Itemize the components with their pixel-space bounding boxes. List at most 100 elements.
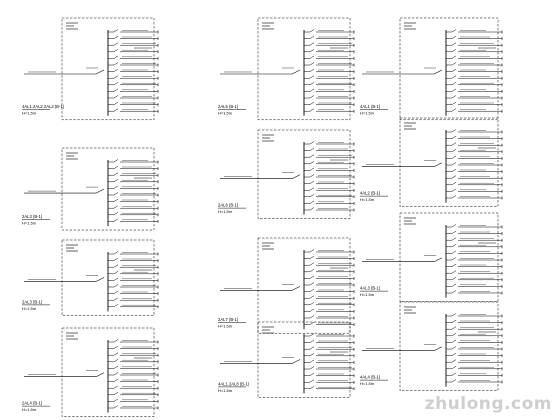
way-breaker bbox=[451, 244, 457, 248]
way-breaker bbox=[113, 172, 119, 176]
way-breaker bbox=[451, 263, 457, 267]
way-breaker bbox=[113, 108, 119, 112]
panel-designation: 2AL6 (B-1) bbox=[218, 203, 239, 208]
panel-mounting-height: H=1.5m bbox=[22, 110, 37, 115]
way-breaker bbox=[113, 95, 119, 99]
way-breaker bbox=[113, 359, 119, 363]
way-breaker bbox=[451, 359, 457, 363]
panel-c2-p4: 4AL1.2AL8 (B-1) H=1.5m bbox=[218, 321, 355, 398]
way-breaker bbox=[309, 379, 315, 383]
panel-enclosure bbox=[61, 327, 155, 417]
way-breaker bbox=[309, 282, 315, 286]
way-breaker bbox=[113, 185, 119, 189]
main-breaker-symbol bbox=[95, 69, 105, 75]
way-breaker bbox=[113, 251, 119, 255]
way-breaker bbox=[113, 385, 119, 389]
way-breaker bbox=[309, 321, 315, 325]
panel-c2-p1: 2AL5 (B-1)H=1.5m bbox=[218, 17, 355, 121]
way-breaker bbox=[451, 149, 457, 153]
panel-enclosure bbox=[399, 117, 499, 207]
way-breaker bbox=[309, 154, 315, 158]
way-breaker bbox=[309, 262, 315, 266]
way-breaker bbox=[309, 372, 315, 376]
panel-designation: 2AL4 (B-1) bbox=[22, 401, 43, 406]
way-breaker bbox=[309, 187, 315, 191]
way-breaker bbox=[451, 29, 457, 33]
way-breaker bbox=[113, 218, 119, 222]
panel-c2-p2: 2AL6 (B-1)H=1.5m bbox=[218, 129, 355, 219]
way-breaker bbox=[113, 179, 119, 183]
way-breaker bbox=[451, 326, 457, 330]
way-breaker bbox=[309, 101, 315, 105]
way-breaker bbox=[113, 372, 119, 376]
way-breaker bbox=[451, 290, 457, 294]
panel-mounting-height: H=1.5m bbox=[360, 110, 375, 115]
panel-c1-p2: 2AL3 (B-1)H=1.5m bbox=[22, 147, 159, 231]
way-breaker bbox=[113, 29, 119, 33]
way-breaker bbox=[113, 62, 119, 66]
way-breaker bbox=[309, 167, 315, 171]
way-breaker bbox=[451, 346, 457, 350]
way-breaker bbox=[451, 55, 457, 59]
way-breaker bbox=[451, 277, 457, 281]
way-breaker bbox=[451, 352, 457, 356]
main-breaker-symbol bbox=[95, 372, 105, 377]
main-breaker-symbol bbox=[433, 162, 443, 167]
way-breaker bbox=[113, 101, 119, 105]
way-breaker bbox=[113, 68, 119, 72]
panel-c3-p1: 4AL1 (B-1)H=1.5m bbox=[360, 17, 503, 121]
way-breaker bbox=[309, 75, 315, 79]
panel-designation: 2AL3 (B-1) bbox=[22, 214, 43, 219]
panel-mounting-height: H=1.5m bbox=[218, 324, 233, 329]
way-breaker bbox=[309, 333, 315, 337]
way-breaker bbox=[309, 275, 315, 279]
way-breaker bbox=[309, 108, 315, 112]
way-breaker bbox=[309, 302, 315, 306]
way-breaker bbox=[309, 366, 315, 370]
panel-enclosure bbox=[399, 301, 499, 391]
way-breaker bbox=[309, 42, 315, 46]
way-breaker bbox=[451, 379, 457, 383]
panel-enclosure bbox=[399, 17, 499, 121]
way-breaker bbox=[309, 141, 315, 145]
main-breaker-symbol bbox=[95, 277, 105, 282]
main-breaker-symbol bbox=[291, 174, 301, 179]
way-breaker bbox=[451, 135, 457, 139]
way-breaker bbox=[309, 386, 315, 390]
way-breaker bbox=[309, 161, 315, 165]
way-breaker bbox=[451, 95, 457, 99]
way-breaker bbox=[309, 308, 315, 312]
way-breaker bbox=[309, 88, 315, 92]
panel-c1-p1: 4AL1.2AL2.2AL2 (B-1)H=1.5m bbox=[22, 17, 159, 121]
way-breaker bbox=[309, 359, 315, 363]
way-breaker bbox=[113, 405, 119, 409]
way-breaker bbox=[113, 284, 119, 288]
way-breaker bbox=[113, 82, 119, 86]
way-breaker bbox=[451, 270, 457, 274]
panel-enclosure bbox=[61, 17, 155, 121]
main-breaker-symbol bbox=[95, 188, 105, 194]
way-breaker bbox=[309, 207, 315, 211]
way-breaker bbox=[451, 224, 457, 228]
way-breaker bbox=[451, 250, 457, 254]
panel-enclosure bbox=[257, 129, 351, 219]
way-breaker bbox=[113, 398, 119, 402]
way-breaker bbox=[451, 283, 457, 287]
panel-enclosure bbox=[61, 239, 155, 316]
main-breaker-symbol bbox=[291, 359, 301, 364]
way-breaker bbox=[309, 339, 315, 343]
panel-designation: 4AL1.2AL8 (B-1) bbox=[218, 381, 250, 386]
way-breaker bbox=[451, 62, 457, 66]
way-breaker bbox=[309, 174, 315, 178]
way-breaker bbox=[451, 313, 457, 317]
way-breaker bbox=[309, 68, 315, 72]
way-breaker bbox=[451, 82, 457, 86]
way-breaker bbox=[309, 95, 315, 99]
main-breaker-symbol bbox=[433, 69, 443, 75]
way-breaker bbox=[451, 319, 457, 323]
way-breaker bbox=[451, 88, 457, 92]
way-breaker bbox=[451, 42, 457, 46]
way-breaker bbox=[113, 290, 119, 294]
way-breaker bbox=[451, 182, 457, 186]
